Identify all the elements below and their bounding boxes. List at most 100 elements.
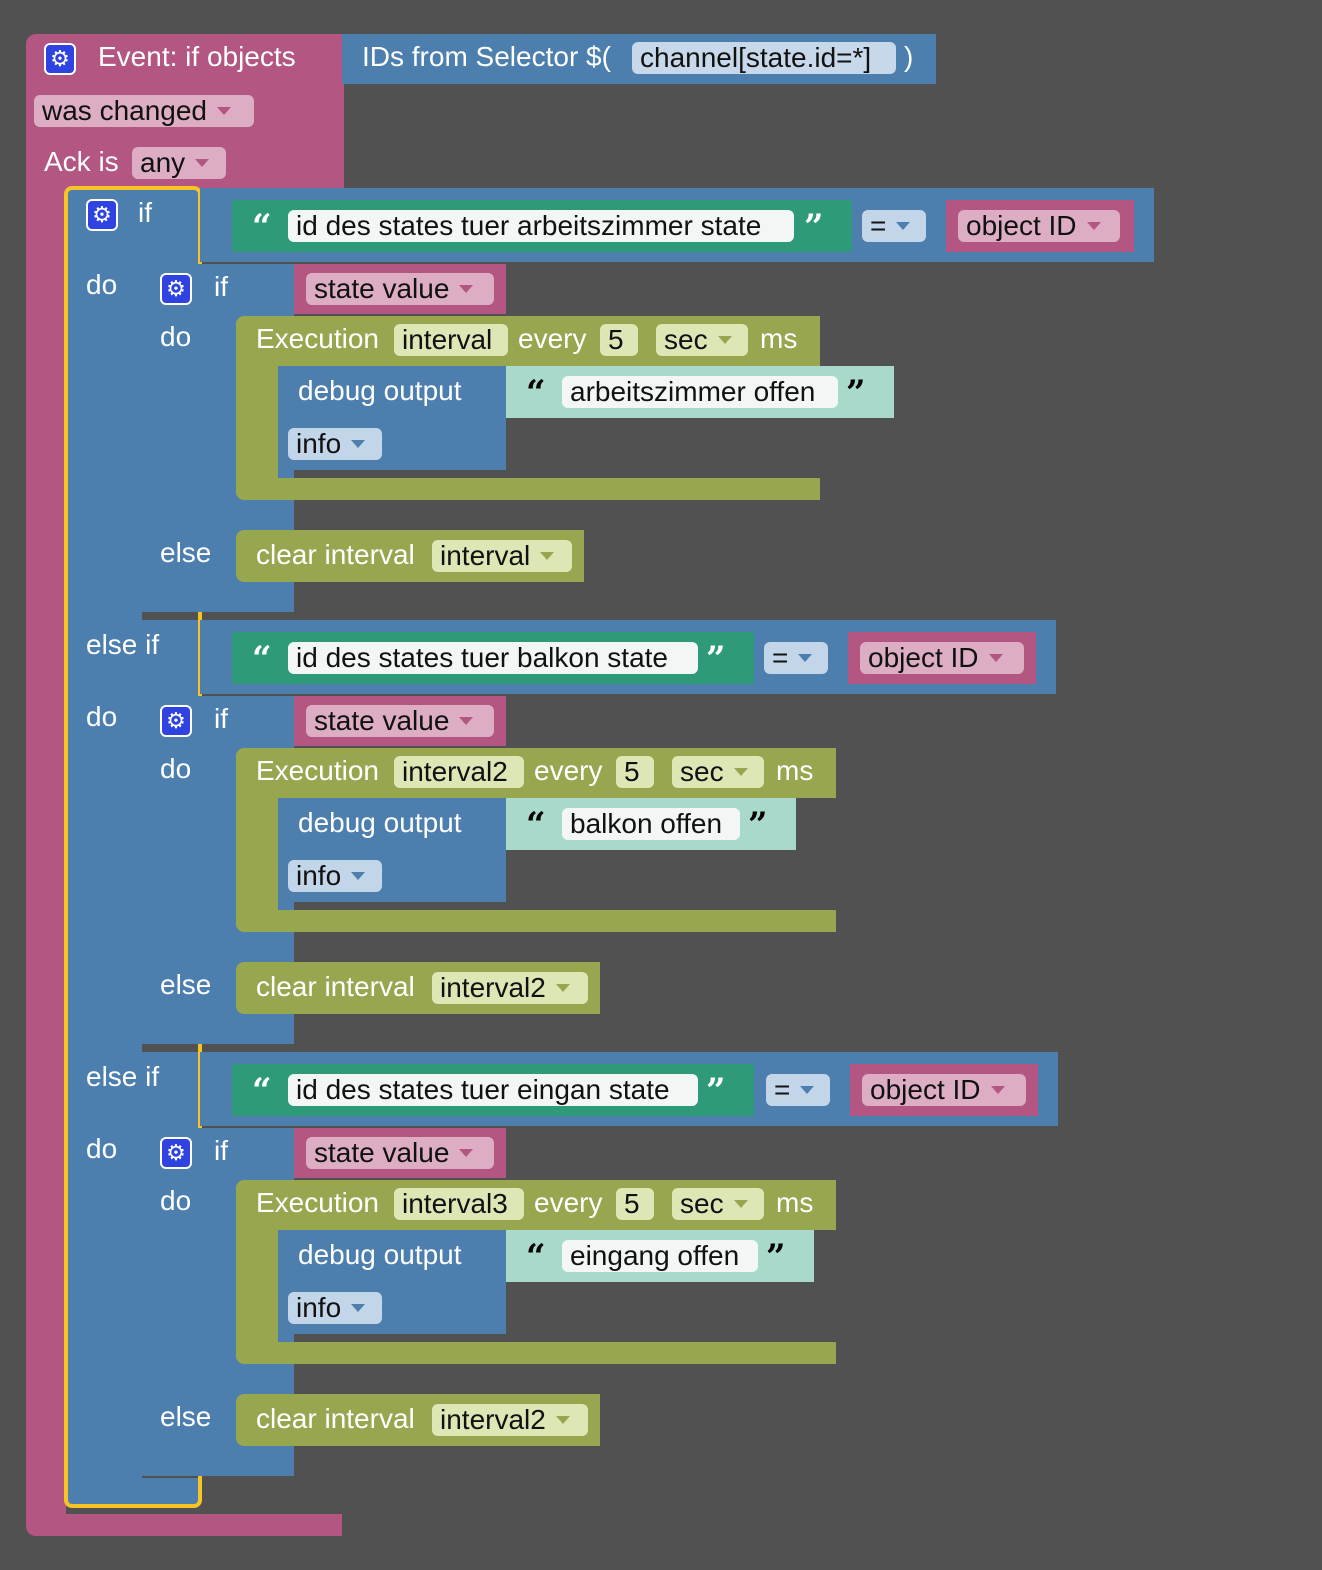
log-level-dropdown-3[interactable]: info bbox=[288, 1292, 382, 1324]
state-value-dropdown-2[interactable]: state value bbox=[306, 705, 494, 737]
inner-if-mutator-gear-icon[interactable]: ⚙ bbox=[160, 1137, 192, 1169]
every-value-field-3[interactable]: 5 bbox=[616, 1188, 654, 1220]
execution-footer-3 bbox=[236, 1342, 836, 1364]
inner-do-label-1: do bbox=[160, 321, 192, 352]
ack-dropdown[interactable]: any bbox=[132, 147, 226, 179]
unit-dropdown-1[interactable]: sec bbox=[656, 324, 748, 356]
object-id-dropdown-1[interactable]: object ID bbox=[958, 210, 1120, 242]
clear-interval-dropdown-3[interactable]: interval2 bbox=[432, 1404, 588, 1436]
every-value-field-1[interactable]: 5 bbox=[600, 324, 638, 356]
close-quote-icon: ” bbox=[846, 373, 866, 413]
execution-label-1: Execution bbox=[256, 323, 379, 354]
ack-label: Ack is bbox=[44, 146, 119, 177]
chevron-down-icon bbox=[540, 552, 555, 561]
log-level-value: info bbox=[296, 860, 342, 891]
state-value-dropdown-1[interactable]: state value bbox=[306, 273, 494, 305]
operator-dropdown-3[interactable]: = bbox=[766, 1074, 830, 1106]
clear-interval-label-3: clear interval bbox=[256, 1403, 415, 1434]
object-id-dropdown-2[interactable]: object ID bbox=[860, 642, 1024, 674]
clear-interval-dropdown-2[interactable]: interval2 bbox=[432, 972, 588, 1004]
debug-label-1: debug output bbox=[298, 375, 462, 406]
open-quote-icon: “ bbox=[526, 373, 546, 413]
inner-do-label-3: do bbox=[160, 1185, 192, 1216]
trigger-dropdown[interactable]: was changed bbox=[34, 95, 254, 127]
close-quote-icon: ” bbox=[804, 207, 824, 247]
debug-text-1[interactable]: arbeitszimmer offen bbox=[562, 376, 838, 408]
debug-label-2: debug output bbox=[298, 807, 462, 838]
inner-else-label-1: else bbox=[160, 537, 212, 568]
clear-interval-dropdown-1[interactable]: interval bbox=[432, 540, 572, 572]
inner-else-label-3: else bbox=[160, 1401, 212, 1432]
state-value-dropdown-3[interactable]: state value bbox=[306, 1137, 494, 1169]
unit-dropdown-3[interactable]: sec bbox=[672, 1188, 764, 1220]
object-id-value: object ID bbox=[870, 1074, 981, 1105]
inner-else-label-2: else bbox=[160, 969, 212, 1000]
chevron-down-icon bbox=[798, 654, 813, 663]
open-quote-icon: “ bbox=[252, 207, 272, 247]
chevron-down-icon bbox=[717, 336, 732, 345]
operator-dropdown-1[interactable]: = bbox=[862, 210, 926, 242]
selector-input[interactable]: channel[state.id=*] bbox=[632, 42, 896, 74]
execution-label-2: Execution bbox=[256, 755, 379, 786]
outer-if-mutator-gear-icon[interactable]: ⚙ bbox=[86, 199, 118, 231]
outer-if-spine bbox=[66, 264, 142, 1504]
state-value-label: state value bbox=[314, 1137, 450, 1168]
every-label-2: every bbox=[534, 755, 603, 786]
inner-if-footer-1 bbox=[142, 592, 294, 612]
chevron-down-icon bbox=[1086, 222, 1101, 231]
compare-text-3[interactable]: id des states tuer eingan state bbox=[288, 1074, 698, 1106]
inner-if-label-2: if bbox=[214, 703, 228, 734]
every-value-field-2[interactable]: 5 bbox=[616, 756, 654, 788]
chevron-down-icon bbox=[459, 285, 474, 294]
ms-label-3: ms bbox=[776, 1187, 814, 1218]
debug-text-3[interactable]: eingang offen bbox=[562, 1240, 758, 1272]
do-label-1: do bbox=[86, 269, 118, 300]
chevron-down-icon bbox=[733, 1200, 748, 1209]
object-id-value: object ID bbox=[966, 210, 1077, 241]
unit-value: sec bbox=[680, 756, 724, 787]
execution-spine-2 bbox=[236, 798, 278, 912]
ack-value: any bbox=[140, 147, 186, 178]
trigger-value: was changed bbox=[42, 95, 208, 126]
every-label-1: every bbox=[518, 323, 587, 354]
interval-name-field-3[interactable]: interval3 bbox=[394, 1188, 524, 1220]
debug-label-3: debug output bbox=[298, 1239, 462, 1270]
outer-elseif-row-1 bbox=[66, 620, 200, 696]
log-level-dropdown-1[interactable]: info bbox=[288, 428, 382, 460]
open-quote-icon: “ bbox=[526, 1237, 546, 1277]
execution-spine-3 bbox=[236, 1230, 278, 1344]
event-mutator-gear-icon[interactable]: ⚙ bbox=[44, 43, 76, 75]
outer-if-label: if bbox=[138, 197, 152, 228]
selector-prefix: IDs from Selector $( bbox=[362, 41, 611, 72]
log-level-dropdown-2[interactable]: info bbox=[288, 860, 382, 892]
outer-elseif-row-2 bbox=[66, 1052, 200, 1128]
compare-text-2[interactable]: id des states tuer balkon state bbox=[288, 642, 698, 674]
chevron-down-icon bbox=[555, 984, 570, 993]
inner-if-mutator-gear-icon[interactable]: ⚙ bbox=[160, 705, 192, 737]
clear-interval-label-1: clear interval bbox=[256, 539, 415, 570]
elseif-label-1: else if bbox=[86, 629, 160, 660]
execution-footer-1 bbox=[236, 478, 820, 500]
outer-if-footer bbox=[66, 1478, 200, 1504]
inner-if-label-3: if bbox=[214, 1135, 228, 1166]
chevron-down-icon bbox=[351, 872, 366, 881]
inner-if-mutator-gear-icon[interactable]: ⚙ bbox=[160, 273, 192, 305]
close-quote-icon: ” bbox=[748, 805, 768, 845]
compare-text-1[interactable]: id des states tuer arbeitszimmer state bbox=[288, 210, 794, 242]
interval-name-field-1[interactable]: interval bbox=[394, 324, 508, 356]
interval-name-field-2[interactable]: interval2 bbox=[394, 756, 524, 788]
event-title: Event: if objects bbox=[98, 41, 296, 72]
operator-value: = bbox=[774, 1074, 791, 1105]
do-label-3: do bbox=[86, 1133, 118, 1164]
execution-label-3: Execution bbox=[256, 1187, 379, 1218]
operator-dropdown-2[interactable]: = bbox=[764, 642, 828, 674]
event-block-footer bbox=[26, 1514, 342, 1536]
debug-text-2[interactable]: balkon offen bbox=[562, 808, 740, 840]
object-id-dropdown-3[interactable]: object ID bbox=[862, 1074, 1026, 1106]
close-quote-icon: ” bbox=[706, 639, 726, 679]
unit-dropdown-2[interactable]: sec bbox=[672, 756, 764, 788]
close-quote-icon: ” bbox=[706, 1071, 726, 1111]
every-label-3: every bbox=[534, 1187, 603, 1218]
open-quote-icon: “ bbox=[526, 805, 546, 845]
